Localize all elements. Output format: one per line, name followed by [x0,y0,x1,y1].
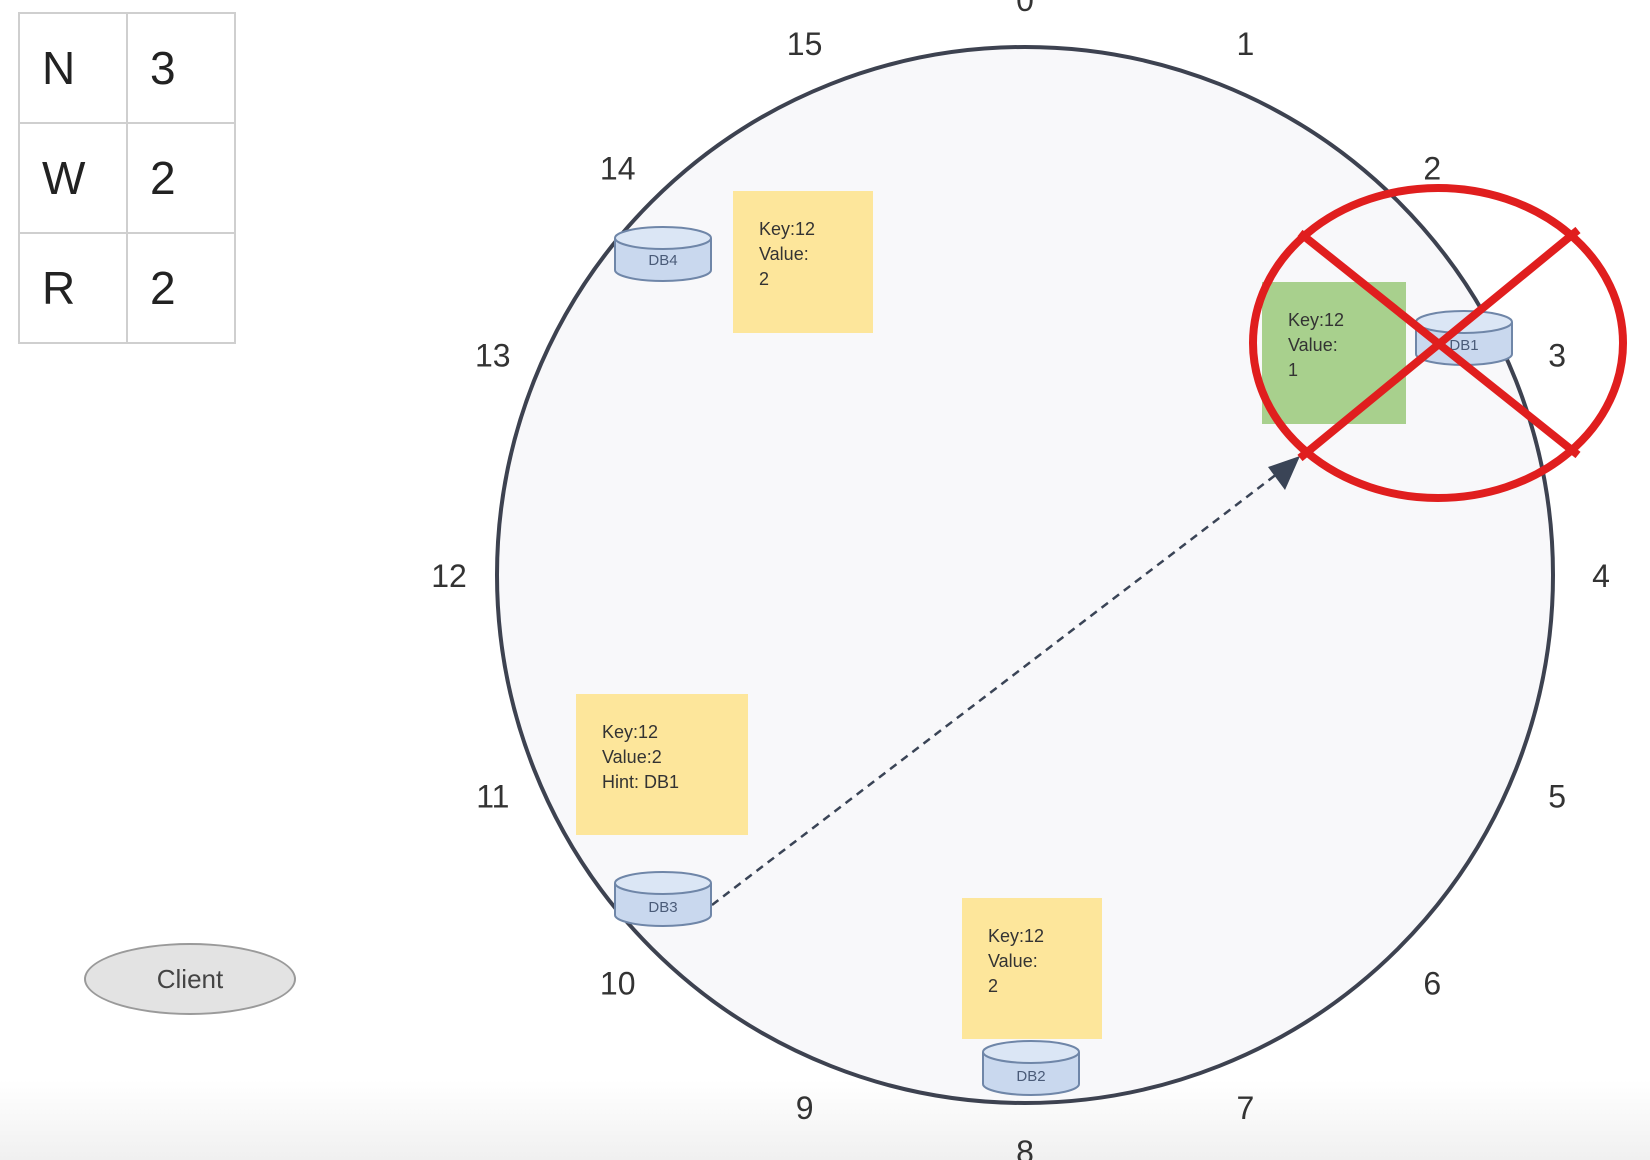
node-label: DB2 [1016,1068,1045,1085]
ring-position-label: 2 [1423,151,1441,187]
note-db1-data: Key:12 Value: 1 [1262,282,1406,424]
config-row-r: R 2 [18,232,236,344]
ring-position-label: 13 [475,338,511,374]
note-db2-data: Key:12 Value: 2 [962,898,1102,1039]
config-row-n: N 3 [18,12,236,124]
ring-position-label: 9 [796,1090,814,1126]
node-label: DB4 [648,252,677,269]
client-node[interactable]: Client [84,943,296,1015]
config-value: 2 [126,122,236,234]
hinted-handoff-arrow [711,463,1291,906]
config-row-w: W 2 [18,122,236,234]
config-value: 3 [126,12,236,124]
ring-position-label: 7 [1237,1090,1255,1126]
ring-position-label: 8 [1016,1134,1034,1160]
ring-position-label: 1 [1237,26,1255,62]
ring-position-label: 0 [1016,0,1034,18]
node-db2[interactable]: DB2 [982,1040,1080,1096]
config-label: W [18,122,128,234]
ring-position-label: 11 [476,778,509,814]
ring-position-label: 4 [1592,558,1610,594]
ring-position-label: 14 [600,151,636,187]
note-db4-data: Key:12 Value: 2 [733,191,873,333]
ring-position-label: 10 [600,965,636,1001]
config-label: N [18,12,128,124]
note-db3-hinted-data: Key:12 Value:2 Hint: DB1 [576,694,748,835]
config-value: 2 [126,232,236,344]
ring-position-label: 3 [1548,338,1566,374]
config-label: R [18,232,128,344]
quorum-config-table: N 3 W 2 R 2 [18,12,236,344]
node-db3[interactable]: DB3 [614,871,712,927]
node-db1[interactable]: DB1 [1415,310,1513,366]
ring-position-label: 5 [1548,778,1566,814]
node-db4[interactable]: DB4 [614,226,712,282]
bottom-fade [0,1080,1650,1160]
ring-position-label: 6 [1423,965,1441,1001]
node-label: DB1 [1449,337,1478,354]
ring-position-label: 12 [431,558,467,594]
ring-position-label: 15 [787,26,823,62]
node-label: DB3 [648,899,677,916]
